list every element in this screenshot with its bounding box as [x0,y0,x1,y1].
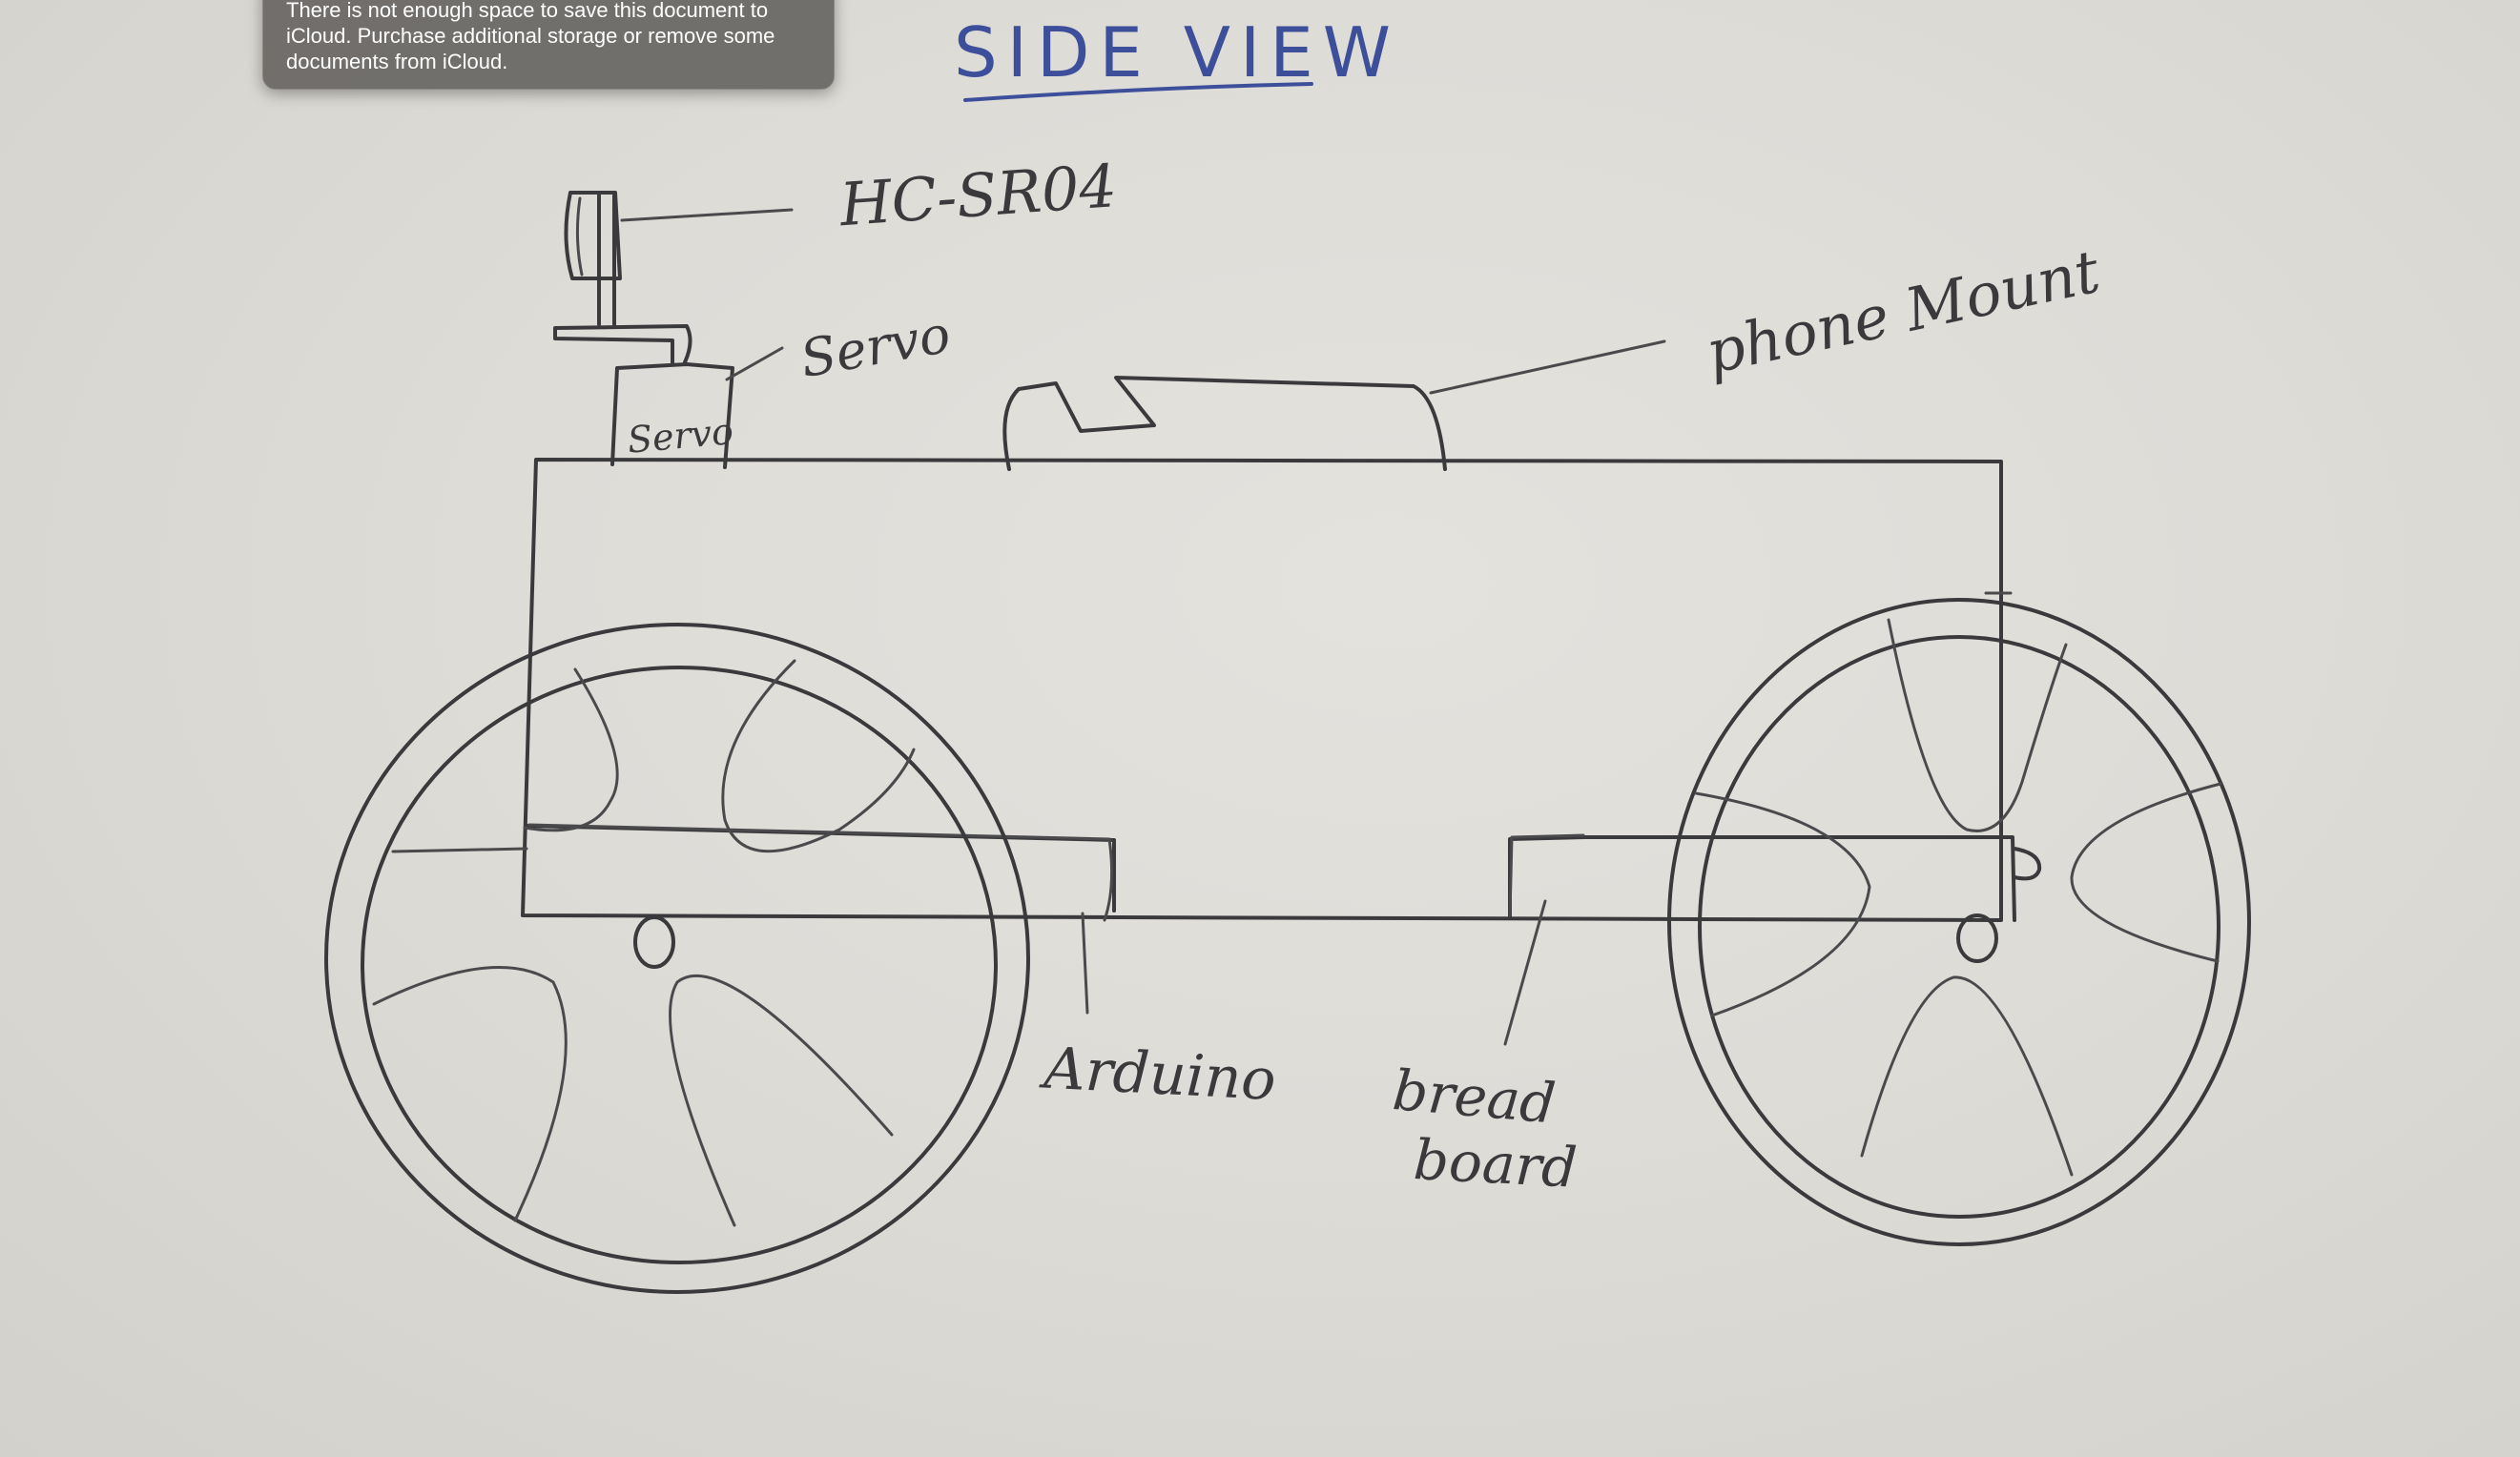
breadboard-leader [1505,901,1545,1044]
chassis-body [523,460,2001,920]
breadboard-label-line1: bread [1390,1057,1558,1137]
hc-sr04-sensor [566,193,620,278]
left-axle [635,917,673,967]
phone-mount-label: phone Mount [1700,236,2105,388]
sensor-bracket [599,195,614,324]
icloud-storage-notification[interactable]: There is not enough space to save this d… [262,0,835,90]
chassis-shelf-right [1510,837,2014,920]
arduino-leader [1083,913,1087,1013]
notification-message: There is not enough space to save this d… [286,0,775,73]
servo-box-label: Servo [626,410,734,462]
breadboard-board [1510,835,1583,915]
diagram-title: SIDE VIEW [954,12,1400,92]
hc-sr04-label: HC-SR04 [837,151,1119,239]
hc-sr04-leader [622,210,792,220]
servo-horn [555,326,691,362]
arduino-label: Arduino [1038,1035,1277,1114]
servo-label: Servo [796,304,955,389]
phone-mount [1004,378,1445,469]
left-wheel [326,625,1028,1292]
breadboard-label-line2: board [1412,1127,1579,1200]
rear-hook [2014,849,2039,878]
hc-sr04-sensor-face [577,198,582,275]
phone-mount-leader [1431,341,1664,393]
servo-leader [727,348,782,380]
right-axle [1958,915,1996,961]
